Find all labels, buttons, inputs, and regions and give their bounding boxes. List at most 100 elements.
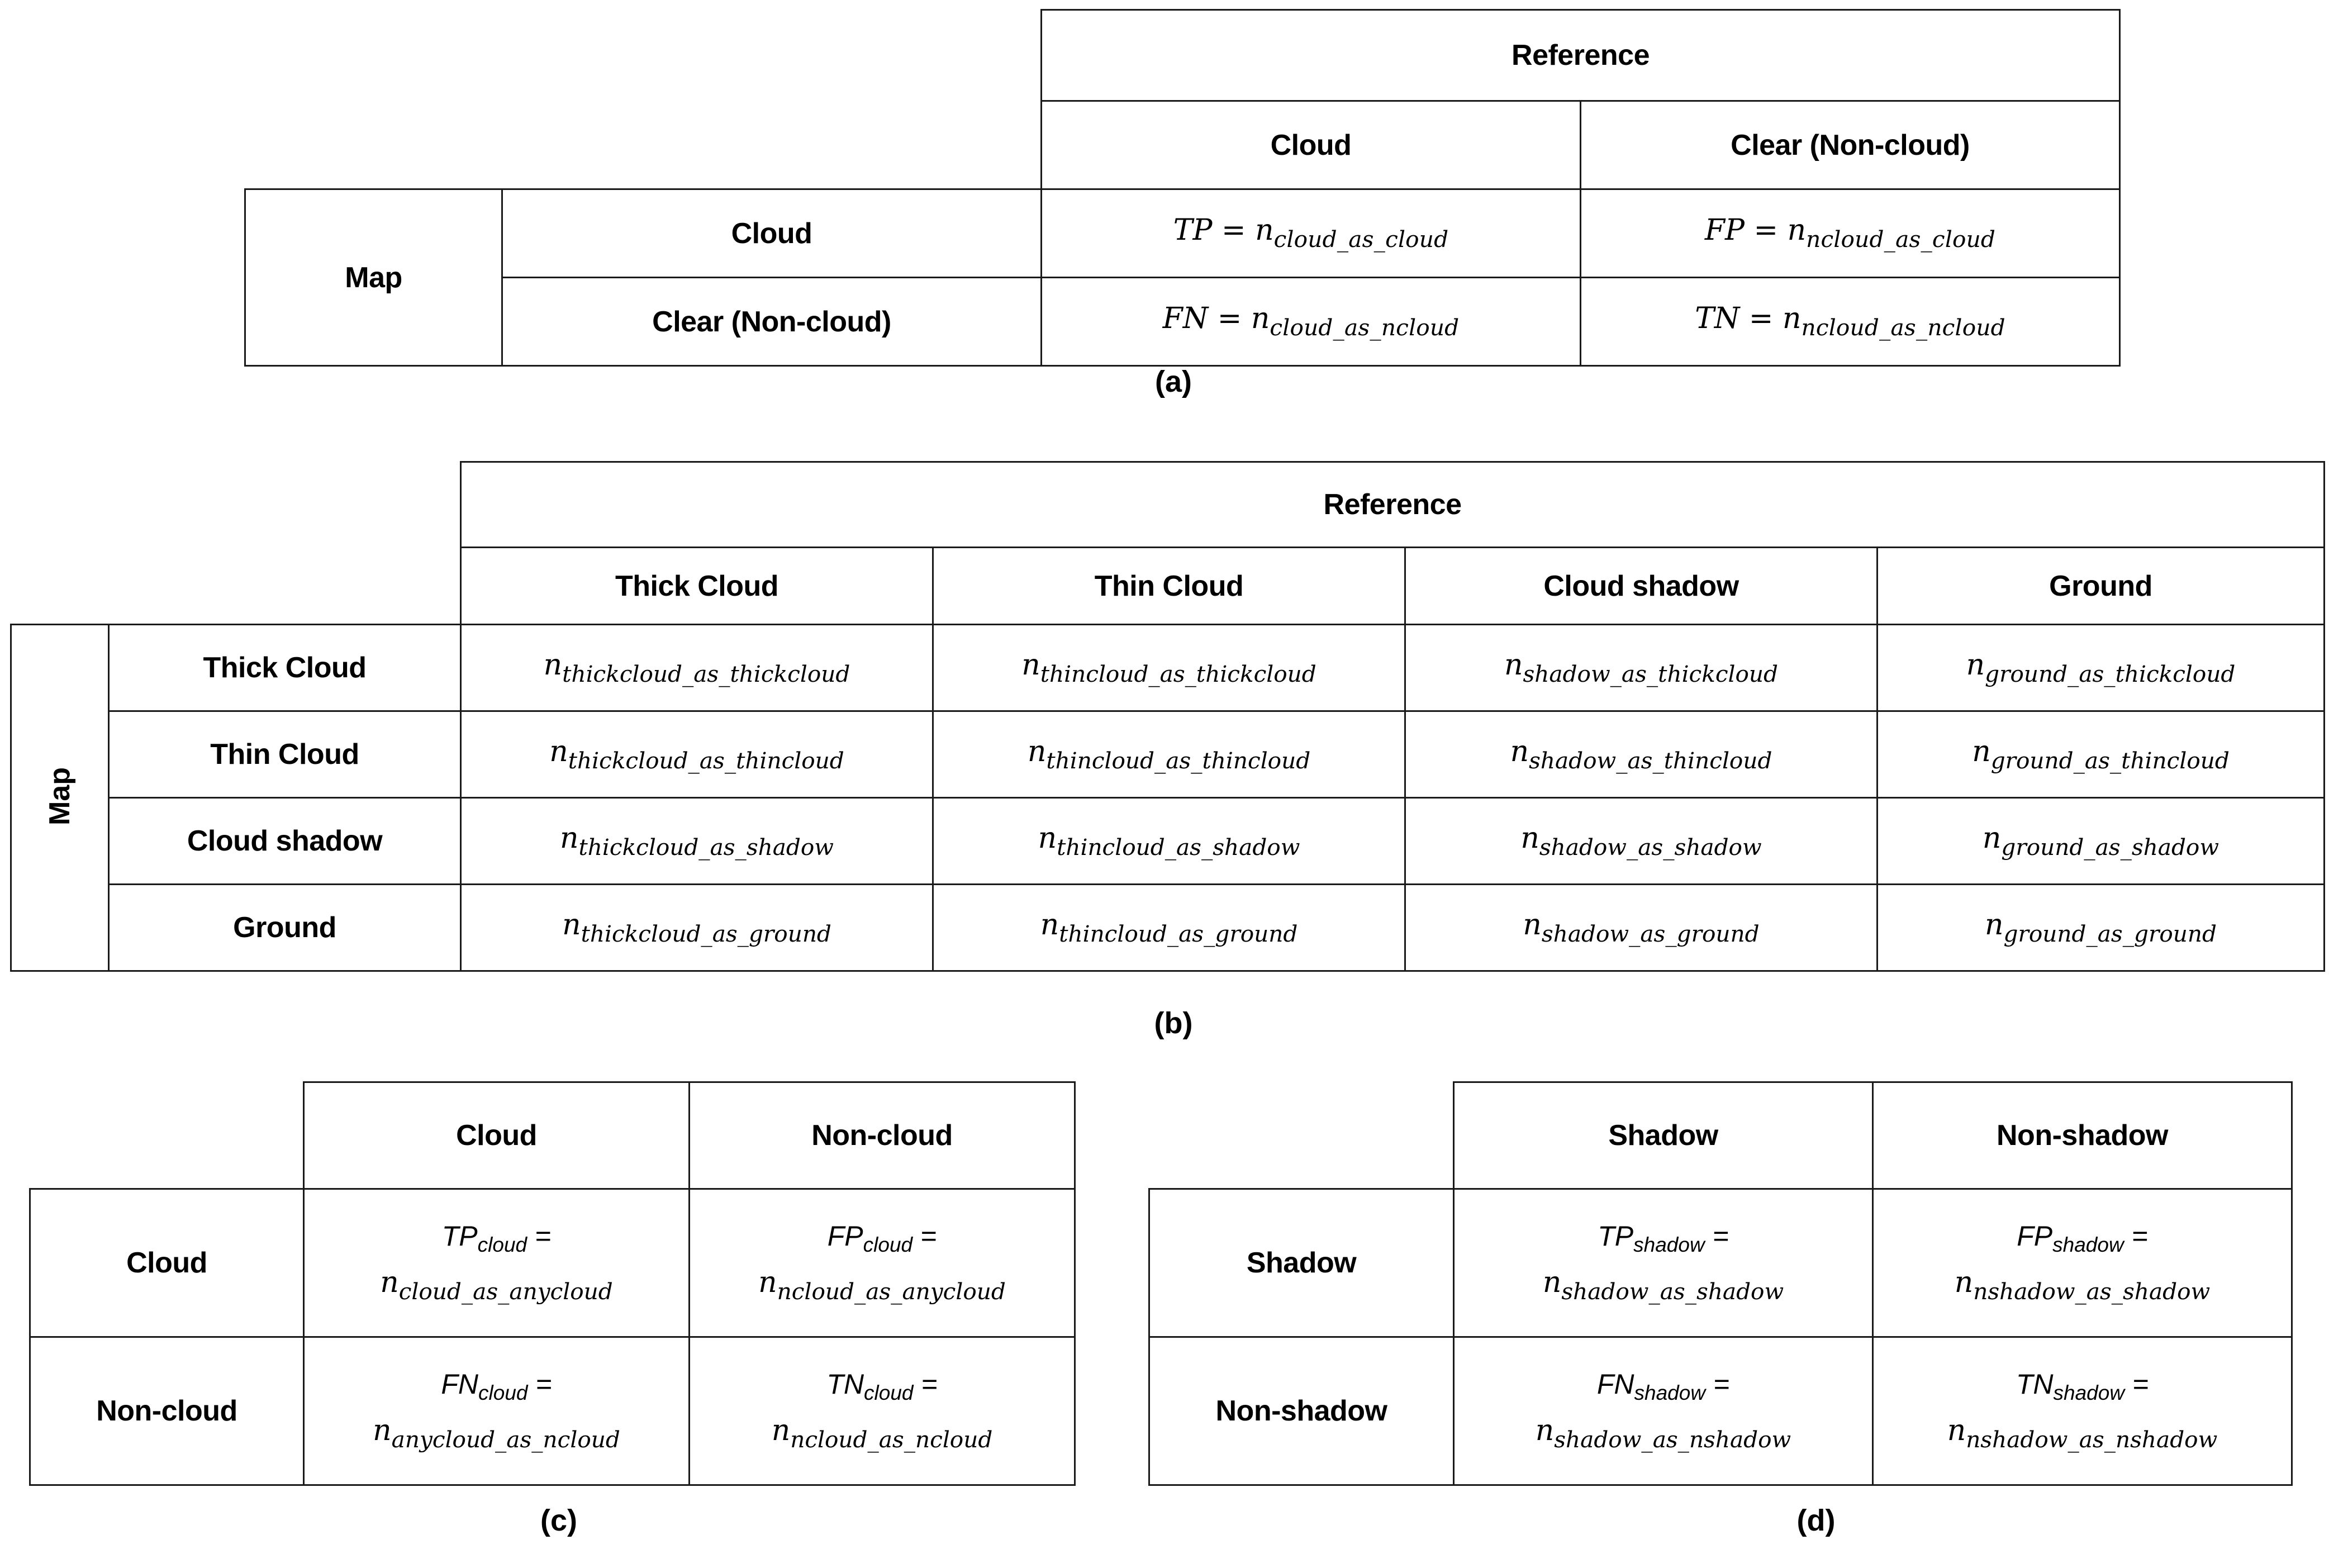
cell-line-2: nnshadow_as_nshadow [1947, 1414, 2218, 1453]
table-row: Ground nthickcloud_as_ground nthincloud_… [11, 883, 2325, 972]
cell-fp: FP = nncloud_as_cloud [1580, 188, 2121, 278]
panel-b: Reference Thick Cloud Thin Cloud Cloud s… [10, 461, 2325, 972]
row-header-d-shadow: Shadow [1148, 1188, 1455, 1338]
cell-fn: FN = ncloud_as_ncloud [1040, 277, 1581, 367]
cell-line-1: FNshadow = [1596, 1369, 1730, 1405]
cell-c-tn-cloud: TNcloud = nncloud_as_ncloud [688, 1336, 1076, 1486]
cell-b-3-3: nground_as_ground [1876, 883, 2325, 972]
reference-header-a: Reference [1040, 9, 2121, 102]
col-header-cloud-shadow: Cloud shadow [1404, 547, 1878, 625]
table-row: Cloud Non-cloud [30, 1081, 1076, 1190]
cell-line-2: nnshadow_as_shadow [1954, 1266, 2211, 1305]
col-header-c-cloud: Cloud [303, 1081, 690, 1190]
panel-c: Cloud Non-cloud Cloud TPcloud = ncloud_a… [29, 1081, 1076, 1486]
row-header-thick-cloud: Thick Cloud [108, 624, 462, 712]
confusion-matrix-a: Reference Cloud Clear (Non-cloud) Map Cl… [244, 9, 2121, 367]
cell-b-2-3: nground_as_shadow [1876, 797, 2325, 885]
row-header-c-non-cloud: Non-cloud [29, 1336, 305, 1486]
spacer-cell [245, 10, 502, 101]
col-header-thick-cloud: Thick Cloud [460, 547, 934, 625]
cell-b-2-0: nthickcloud_as_shadow [460, 797, 934, 885]
spacer-cell [245, 101, 502, 189]
cell-b-2-1: nthincloud_as_shadow [932, 797, 1406, 885]
cell-d-fp-shadow: FPshadow = nnshadow_as_shadow [1872, 1188, 2293, 1338]
cell-line-1: FPcloud = [827, 1220, 937, 1257]
confusion-matrix-d: Shadow Non-shadow Shadow TPshadow = nsha… [1148, 1081, 2293, 1486]
row-header-thin-cloud: Thin Cloud [108, 710, 462, 799]
cell-tp: TP = ncloud_as_cloud [1040, 188, 1581, 278]
caption-b: (b) [1154, 1006, 1193, 1040]
row-header-d-non-shadow: Non-shadow [1148, 1336, 1455, 1486]
map-corner-label-b: Map [10, 624, 110, 972]
cell-line-2: nncloud_as_anycloud [758, 1266, 1006, 1305]
cell-b-0-3: nground_as_thickcloud [1876, 624, 2325, 712]
table-row: Thin Cloud nthickcloud_as_thincloud nthi… [11, 710, 2325, 799]
cell-b-0-0: nthickcloud_as_thickcloud [460, 624, 934, 712]
cell-c-fn-cloud: FNcloud = nanycloud_as_ncloud [303, 1336, 690, 1486]
table-row: Non-cloud FNcloud = nanycloud_as_ncloud … [29, 1336, 1076, 1486]
cell-line-2: ncloud_as_anycloud [380, 1266, 613, 1305]
table-row: Cloud Clear (Non-cloud) [245, 100, 2121, 190]
confusion-matrix-b: Reference Thick Cloud Thin Cloud Cloud s… [10, 461, 2325, 972]
cell-b-1-2: nshadow_as_thincloud [1404, 710, 1878, 799]
cell-b-1-0: nthickcloud_as_thincloud [460, 710, 934, 799]
col-header-cloud: Cloud [1040, 100, 1581, 190]
row-header-c-cloud: Cloud [29, 1188, 305, 1338]
cell-tn: TN = nncloud_as_ncloud [1580, 277, 2121, 367]
confusion-matrix-c: Cloud Non-cloud Cloud TPcloud = ncloud_a… [29, 1081, 1076, 1486]
cell-b-3-2: nshadow_as_ground [1404, 883, 1878, 972]
cell-line-1: TPshadow = [1598, 1220, 1729, 1257]
cell-b-3-1: nthincloud_as_ground [932, 883, 1406, 972]
cell-b-0-1: nthincloud_as_thickcloud [932, 624, 1406, 712]
cell-b-1-3: nground_as_thincloud [1876, 710, 2325, 799]
col-header-c-non-cloud: Non-cloud [688, 1081, 1076, 1190]
cell-b-3-0: nthickcloud_as_ground [460, 883, 934, 972]
cell-d-tn-shadow: TNshadow = nnshadow_as_nshadow [1872, 1336, 2293, 1486]
spacer-cell [109, 548, 461, 625]
table-row: Reference [245, 9, 2121, 102]
table-row: Cloud TPcloud = ncloud_as_anycloud FPclo… [29, 1188, 1076, 1338]
map-corner-label-a: Map [244, 188, 503, 367]
row-header-ground: Ground [108, 883, 462, 972]
cell-line-2: nncloud_as_ncloud [771, 1414, 993, 1453]
row-header-cloud-shadow: Cloud shadow [108, 797, 462, 885]
row-header-clear: Clear (Non-cloud) [501, 277, 1042, 367]
reference-header-b: Reference [460, 461, 2325, 548]
cell-line-2: nshadow_as_shadow [1542, 1266, 1784, 1305]
cell-c-tp-cloud: TPcloud = ncloud_as_anycloud [303, 1188, 690, 1338]
table-row: Cloud shadow nthickcloud_as_shadow nthin… [11, 797, 2325, 885]
col-header-clear: Clear (Non-cloud) [1580, 100, 2121, 190]
row-header-cloud: Cloud [501, 188, 1042, 278]
table-row: Non-shadow FNshadow = nshadow_as_nshadow… [1148, 1336, 2293, 1486]
cell-b-0-2: nshadow_as_thickcloud [1404, 624, 1878, 712]
spacer-cell [11, 548, 109, 625]
spacer-cell [30, 1082, 304, 1189]
cell-b-2-2: nshadow_as_shadow [1404, 797, 1878, 885]
table-row: Map Thick Cloud nthickcloud_as_thickclou… [10, 624, 2325, 972]
spacer-cell [502, 101, 1042, 189]
col-header-d-shadow: Shadow [1453, 1081, 1874, 1190]
cell-d-tp-shadow: TPshadow = nshadow_as_shadow [1453, 1188, 1874, 1338]
cell-line-2: nshadow_as_nshadow [1535, 1414, 1791, 1453]
table-row: Thick Cloud Thin Cloud Cloud shadow Grou… [11, 547, 2325, 625]
cell-line-1: TNcloud = [826, 1369, 938, 1405]
panel-d: Shadow Non-shadow Shadow TPshadow = nsha… [1148, 1081, 2293, 1486]
table-row: Shadow Non-shadow [1149, 1081, 2293, 1190]
spacer-cell [502, 10, 1042, 101]
spacer-cell [1149, 1082, 1454, 1189]
map-rotated-label: Map [44, 767, 76, 825]
table-row: Clear (Non-cloud) FN = ncloud_as_ncloud … [245, 277, 2121, 367]
spacer-cell [109, 462, 461, 548]
col-header-ground: Ground [1876, 547, 2325, 625]
cell-line-2: nanycloud_as_ncloud [373, 1414, 620, 1453]
cell-b-1-1: nthincloud_as_thincloud [932, 710, 1406, 799]
cell-line-1: FPshadow = [2017, 1220, 2148, 1257]
table-row: Shadow TPshadow = nshadow_as_shadow FPsh… [1148, 1188, 2293, 1338]
table-row: Map Cloud TP = ncloud_as_cloud FP = nncl… [244, 188, 2121, 367]
cell-c-fp-cloud: FPcloud = nncloud_as_anycloud [688, 1188, 1076, 1338]
caption-c: (c) [540, 1504, 577, 1537]
spacer-cell [11, 462, 109, 548]
col-header-d-non-shadow: Non-shadow [1872, 1081, 2293, 1190]
caption-d: (d) [1796, 1504, 1836, 1537]
cell-line-1: TNshadow = [2016, 1369, 2149, 1405]
